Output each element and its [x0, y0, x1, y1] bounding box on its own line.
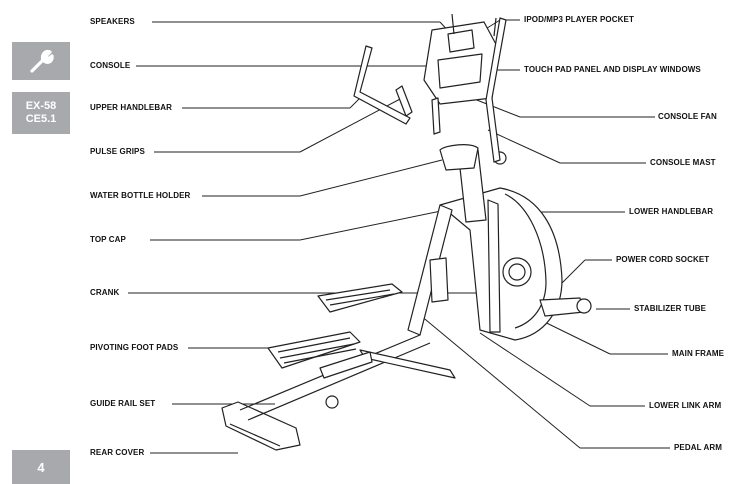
label-pivoting-foot-pads: PIVOTING FOOT PADS — [90, 343, 179, 352]
label-console: CONSOLE — [90, 61, 131, 70]
leader-power-cord-tip — [559, 259, 586, 286]
label-console-fan: CONSOLE FAN — [658, 112, 717, 121]
label-pulse-grips: PULSE GRIPS — [90, 147, 145, 156]
page-number: 4 — [12, 450, 70, 484]
ipod-pocket-part — [447, 29, 475, 53]
left-upper-handlebar — [353, 45, 411, 125]
bottle-holder-part — [439, 144, 479, 171]
crank-part — [429, 257, 449, 303]
stabilizer-end — [576, 298, 592, 314]
foot-pad-support — [319, 351, 373, 379]
label-water-bottle-holder: WATER BOTTLE HOLDER — [90, 191, 191, 200]
wrench-icon — [30, 49, 54, 73]
right-upper-handlebar — [485, 17, 507, 163]
model-line-2: CE5.1 — [25, 113, 57, 125]
tool-tab — [12, 42, 70, 80]
pulse-grip-left — [395, 85, 413, 117]
upper-foot-pad — [317, 283, 403, 313]
label-speakers: SPEAKERS — [90, 17, 135, 26]
rear-wheel — [325, 395, 339, 409]
label-crank: CRANK — [90, 288, 120, 297]
leader-pedal-arm-tip — [419, 314, 581, 449]
model-line-1: EX-58 — [25, 100, 57, 112]
right-pedal-arm — [487, 199, 501, 333]
label-guide-rail-set: GUIDE RAIL SET — [90, 399, 156, 408]
label-pedal-arm: PEDAL ARM — [674, 443, 723, 452]
label-rear-cover: REAR COVER — [90, 448, 145, 457]
label-touch-pad: TOUCH PAD PANEL AND DISPLAY WINDOWS — [524, 65, 701, 74]
leader-lower-link-tip — [479, 332, 591, 407]
label-lower-handlebar: LOWER HANDLEBAR — [629, 207, 714, 216]
label-ipod-pocket: IPOD/MP3 PLAYER POCKET — [524, 15, 634, 24]
label-console-mast: CONSOLE MAST — [650, 158, 716, 167]
leader-console-mast-tip — [487, 129, 561, 164]
label-lower-link-arm: LOWER LINK ARM — [649, 401, 722, 410]
pulse-grip-right — [431, 97, 441, 135]
front-crossbar — [359, 349, 456, 379]
label-power-cord-socket: POWER CORD SOCKET — [616, 255, 710, 264]
label-upper-handlebar: UPPER HANDLEBAR — [90, 103, 172, 112]
leader-water-bottle-tip — [299, 159, 443, 197]
model-tab: EX-58 CE5.1 — [12, 92, 70, 134]
label-stabilizer-tube: STABILIZER TUBE — [634, 304, 707, 313]
rear-cover-part — [221, 401, 301, 451]
main-frame-part — [439, 187, 563, 341]
leader-lines — [128, 19, 670, 454]
label-top-cap: TOP CAP — [90, 235, 126, 244]
display-window — [437, 53, 483, 89]
label-main-frame: MAIN FRAME — [672, 349, 725, 358]
machine-drawing — [221, 13, 592, 451]
